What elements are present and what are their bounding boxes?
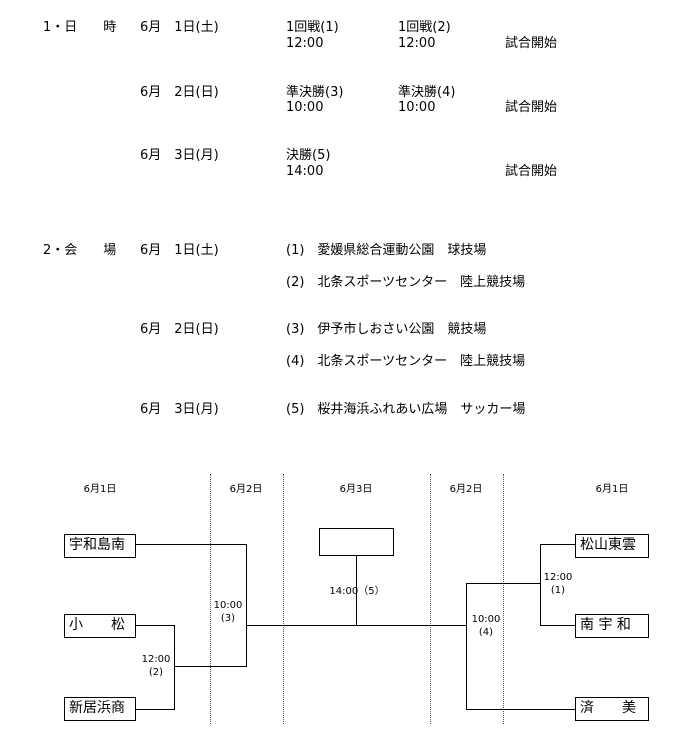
venue-date: 6月 2日(日) — [140, 322, 219, 337]
schedule-date: 6月 1日(土) — [140, 20, 219, 35]
match-number-label: (1) — [550, 585, 566, 596]
bracket-line — [174, 625, 175, 710]
day-header: 6月1日 — [595, 484, 629, 495]
winner-box — [319, 528, 394, 556]
final-match-label: 14:00（5） — [329, 586, 385, 597]
bracket-line — [466, 709, 575, 710]
bracket-line — [466, 583, 467, 710]
schedule-note: 試合開始 — [505, 100, 558, 115]
match-name: 決勝(5) — [286, 148, 331, 163]
team-box-left: 小 松 — [64, 614, 136, 638]
day-header: 6月3日 — [339, 484, 373, 495]
column-divider — [430, 474, 431, 724]
schedule-note: 試合開始 — [505, 36, 558, 51]
venue-date: 6月 1日(土) — [140, 243, 219, 258]
bracket-line — [246, 544, 247, 667]
match-time: 10:00 — [286, 100, 324, 115]
team-box-right: 南 宇 和 — [575, 614, 649, 638]
match-time: 14:00 — [286, 164, 324, 179]
bracket-line — [136, 625, 174, 626]
match-time-label: 10:00 — [471, 614, 501, 625]
column-divider — [210, 474, 211, 724]
venue-label: 2・会 場 — [43, 243, 117, 258]
match-time: 10:00 — [398, 100, 436, 115]
venue-date: 6月 3日(月) — [140, 402, 219, 417]
venue-item: (4) 北条スポーツセンター 陸上競技場 — [286, 354, 526, 369]
bracket-line — [136, 544, 246, 545]
venue-item: (2) 北条スポーツセンター 陸上競技場 — [286, 275, 526, 290]
match-name: 準決勝(4) — [398, 85, 456, 100]
match-time: 12:00 — [286, 36, 324, 51]
venue-item: (1) 愛媛県総合運動公園 球技場 — [286, 243, 487, 258]
match-time-label: 10:00 — [213, 600, 243, 611]
match-time-label: 12:00 — [543, 572, 573, 583]
match-time-label: 12:00 — [141, 654, 171, 665]
day-header: 6月2日 — [449, 484, 483, 495]
team-box-right: 済 美 — [575, 697, 649, 721]
bracket-line — [466, 583, 540, 584]
bracket-line — [174, 666, 246, 667]
match-number-label: (4) — [478, 627, 494, 638]
schedule-date: 6月 2日(日) — [140, 85, 219, 100]
team-box-left: 宇和島南 — [64, 534, 136, 558]
venue-item: (5) 桜井海浜ふれあい広場 サッカー場 — [286, 402, 526, 417]
match-name: 1回戦(2) — [398, 20, 451, 35]
match-number-label: (3) — [220, 613, 236, 624]
bracket-line — [136, 709, 174, 710]
schedule-label: 1・日 時 — [43, 20, 117, 35]
match-time: 12:00 — [398, 36, 436, 51]
schedule-date: 6月 3日(月) — [140, 148, 219, 163]
venue-item: (3) 伊予市しおさい公園 競技場 — [286, 322, 487, 337]
team-box-left: 新居浜商 — [64, 697, 136, 721]
bracket-line — [540, 544, 541, 626]
match-name: 1回戦(1) — [286, 20, 339, 35]
day-header: 6月1日 — [83, 484, 117, 495]
schedule-note: 試合開始 — [505, 164, 558, 179]
bracket-line — [540, 625, 575, 626]
match-number-label: (2) — [148, 667, 164, 678]
column-divider — [283, 474, 284, 724]
bracket-line — [540, 544, 575, 545]
column-divider — [503, 474, 504, 724]
bracket-line — [356, 556, 357, 626]
day-header: 6月2日 — [229, 484, 263, 495]
team-box-right: 松山東雲 — [575, 534, 649, 558]
match-name: 準決勝(3) — [286, 85, 344, 100]
